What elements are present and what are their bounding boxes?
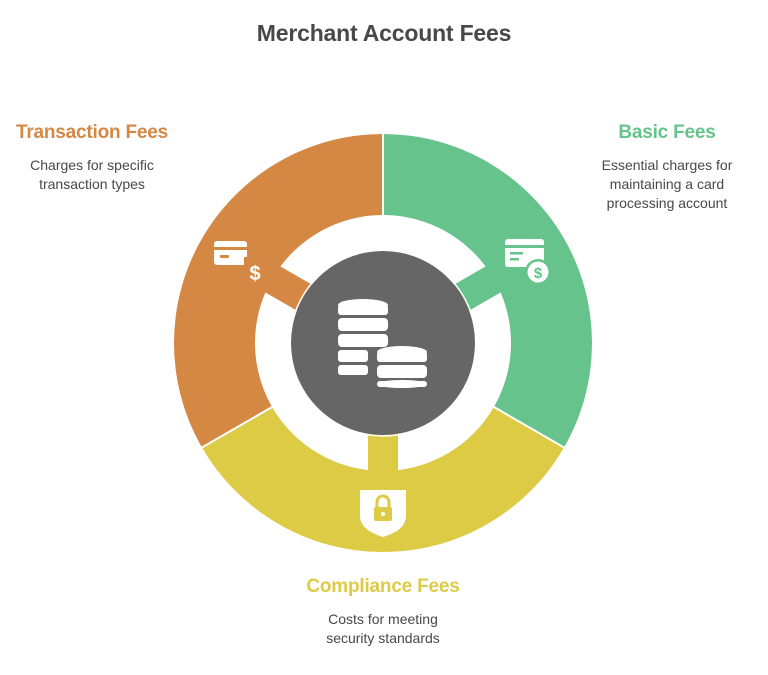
heading-basic: Basic Fees xyxy=(618,122,716,143)
label-compliance: Compliance Fees Costs for meeting securi… xyxy=(283,576,483,648)
credit-card-dollar-icon: $ xyxy=(214,241,264,285)
card-invoice-dollar-icon: $ xyxy=(505,239,551,285)
label-transaction: Transaction Fees Charges for specific tr… xyxy=(2,122,182,194)
label-basic: Basic Fees Essential charges for maintai… xyxy=(582,122,752,213)
description-transaction: Charges for specific transaction types xyxy=(30,157,154,192)
heading-compliance: Compliance Fees xyxy=(306,576,460,597)
svg-text:$: $ xyxy=(534,265,543,282)
diagram-title: Merchant Account Fees xyxy=(256,20,512,46)
heading-transaction: Transaction Fees xyxy=(15,122,169,143)
description-basic: Essential charges for maintaining a card… xyxy=(601,157,733,211)
coins-stack-icon xyxy=(338,299,427,388)
shield-lock-icon xyxy=(360,490,406,537)
description-compliance: Costs for meeting security standards xyxy=(326,611,440,646)
svg-text:$: $ xyxy=(249,263,260,285)
